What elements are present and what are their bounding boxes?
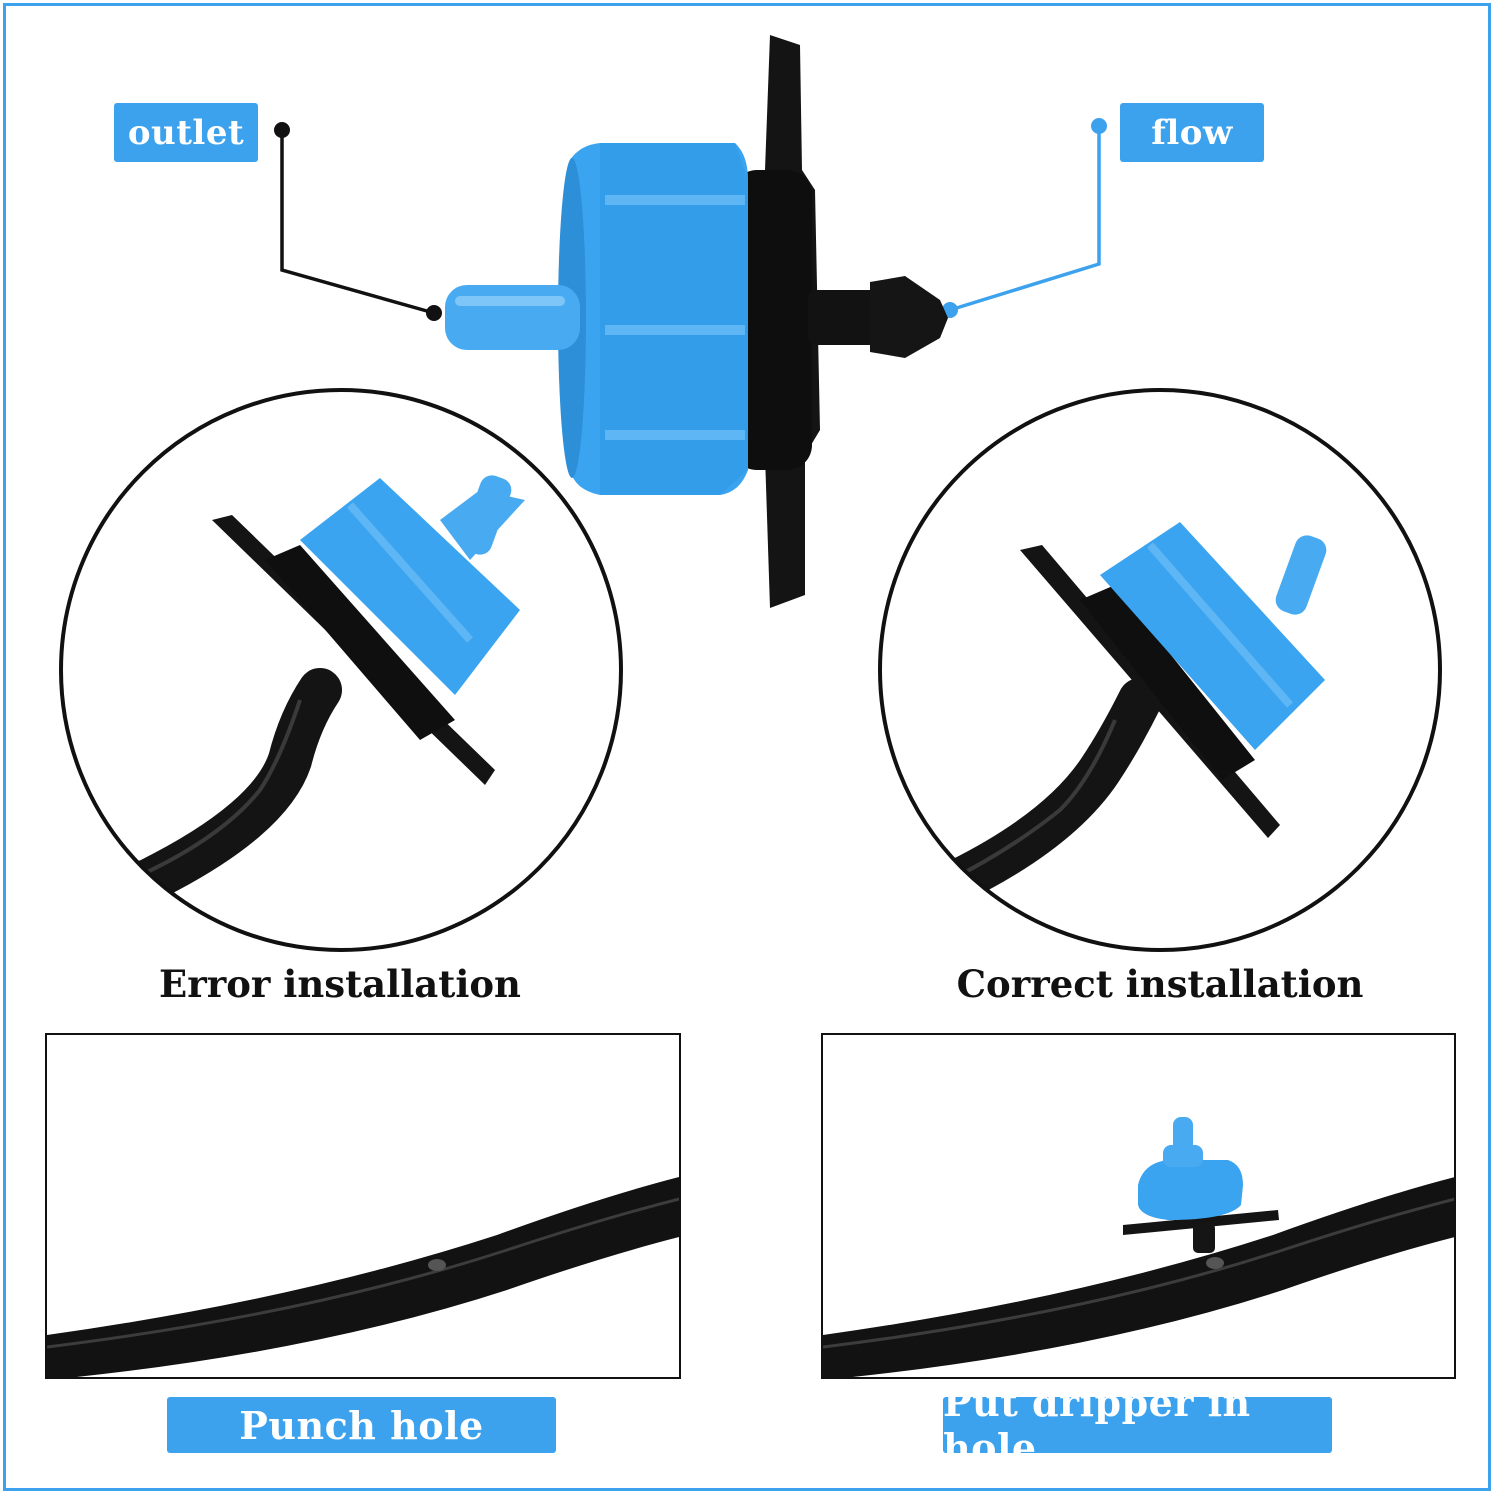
correct-installation-caption: Correct installation [956, 962, 1364, 1006]
put-dripper-panel [821, 1033, 1456, 1379]
punch-hole-tube-illustration [47, 1177, 679, 1377]
error-installation-caption: Error installation [159, 962, 521, 1006]
outer-frame [3, 3, 1491, 1491]
dripper-outlet-nozzle [445, 285, 580, 350]
dripper-flange [732, 35, 820, 608]
punch-hole-panel [45, 1033, 681, 1379]
punch-hole-label: Punch hole [167, 1397, 556, 1453]
dripper-blue-body [558, 143, 748, 495]
punched-hole [428, 1259, 446, 1271]
flow-label: flow [1120, 103, 1264, 162]
outlet-label: outlet [114, 103, 258, 162]
outlet-callout-line [274, 122, 442, 321]
flow-callout-line [942, 118, 1107, 318]
dripper-inlet-barb [808, 276, 948, 358]
tube-hole [1206, 1257, 1224, 1269]
put-dripper-tube-illustration [823, 1117, 1454, 1377]
put-dripper-label: Put dripper in hole [943, 1380, 1332, 1470]
